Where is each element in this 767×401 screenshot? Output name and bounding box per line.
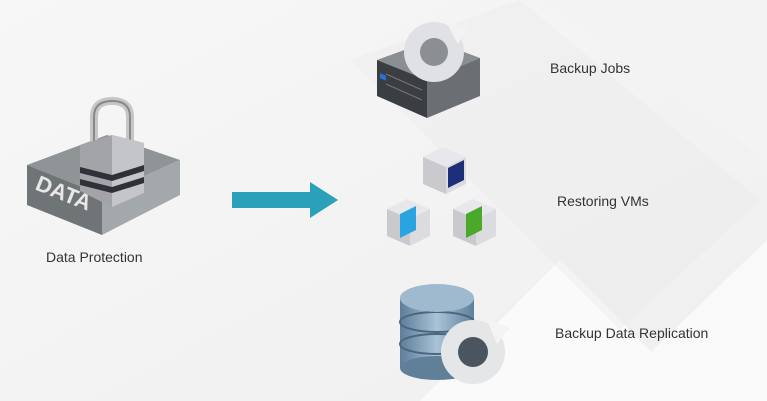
server-backup-icon (377, 22, 480, 118)
virtual-machines-icon (387, 147, 496, 246)
target-label-backup-jobs: Backup Jobs (550, 60, 631, 76)
vm-cube-right (453, 199, 496, 246)
database-replication-icon (399, 284, 510, 384)
vm-cube-left (387, 199, 430, 246)
vm-cube-top (423, 147, 466, 194)
right-arrow-icon (232, 182, 338, 218)
target-label-backup-data-replication: Backup Data Replication (555, 325, 709, 341)
lock-data-icon: DATA (27, 96, 180, 235)
target-label-restoring-vms: Restoring VMs (557, 193, 649, 209)
source-label: Data Protection (46, 249, 143, 265)
